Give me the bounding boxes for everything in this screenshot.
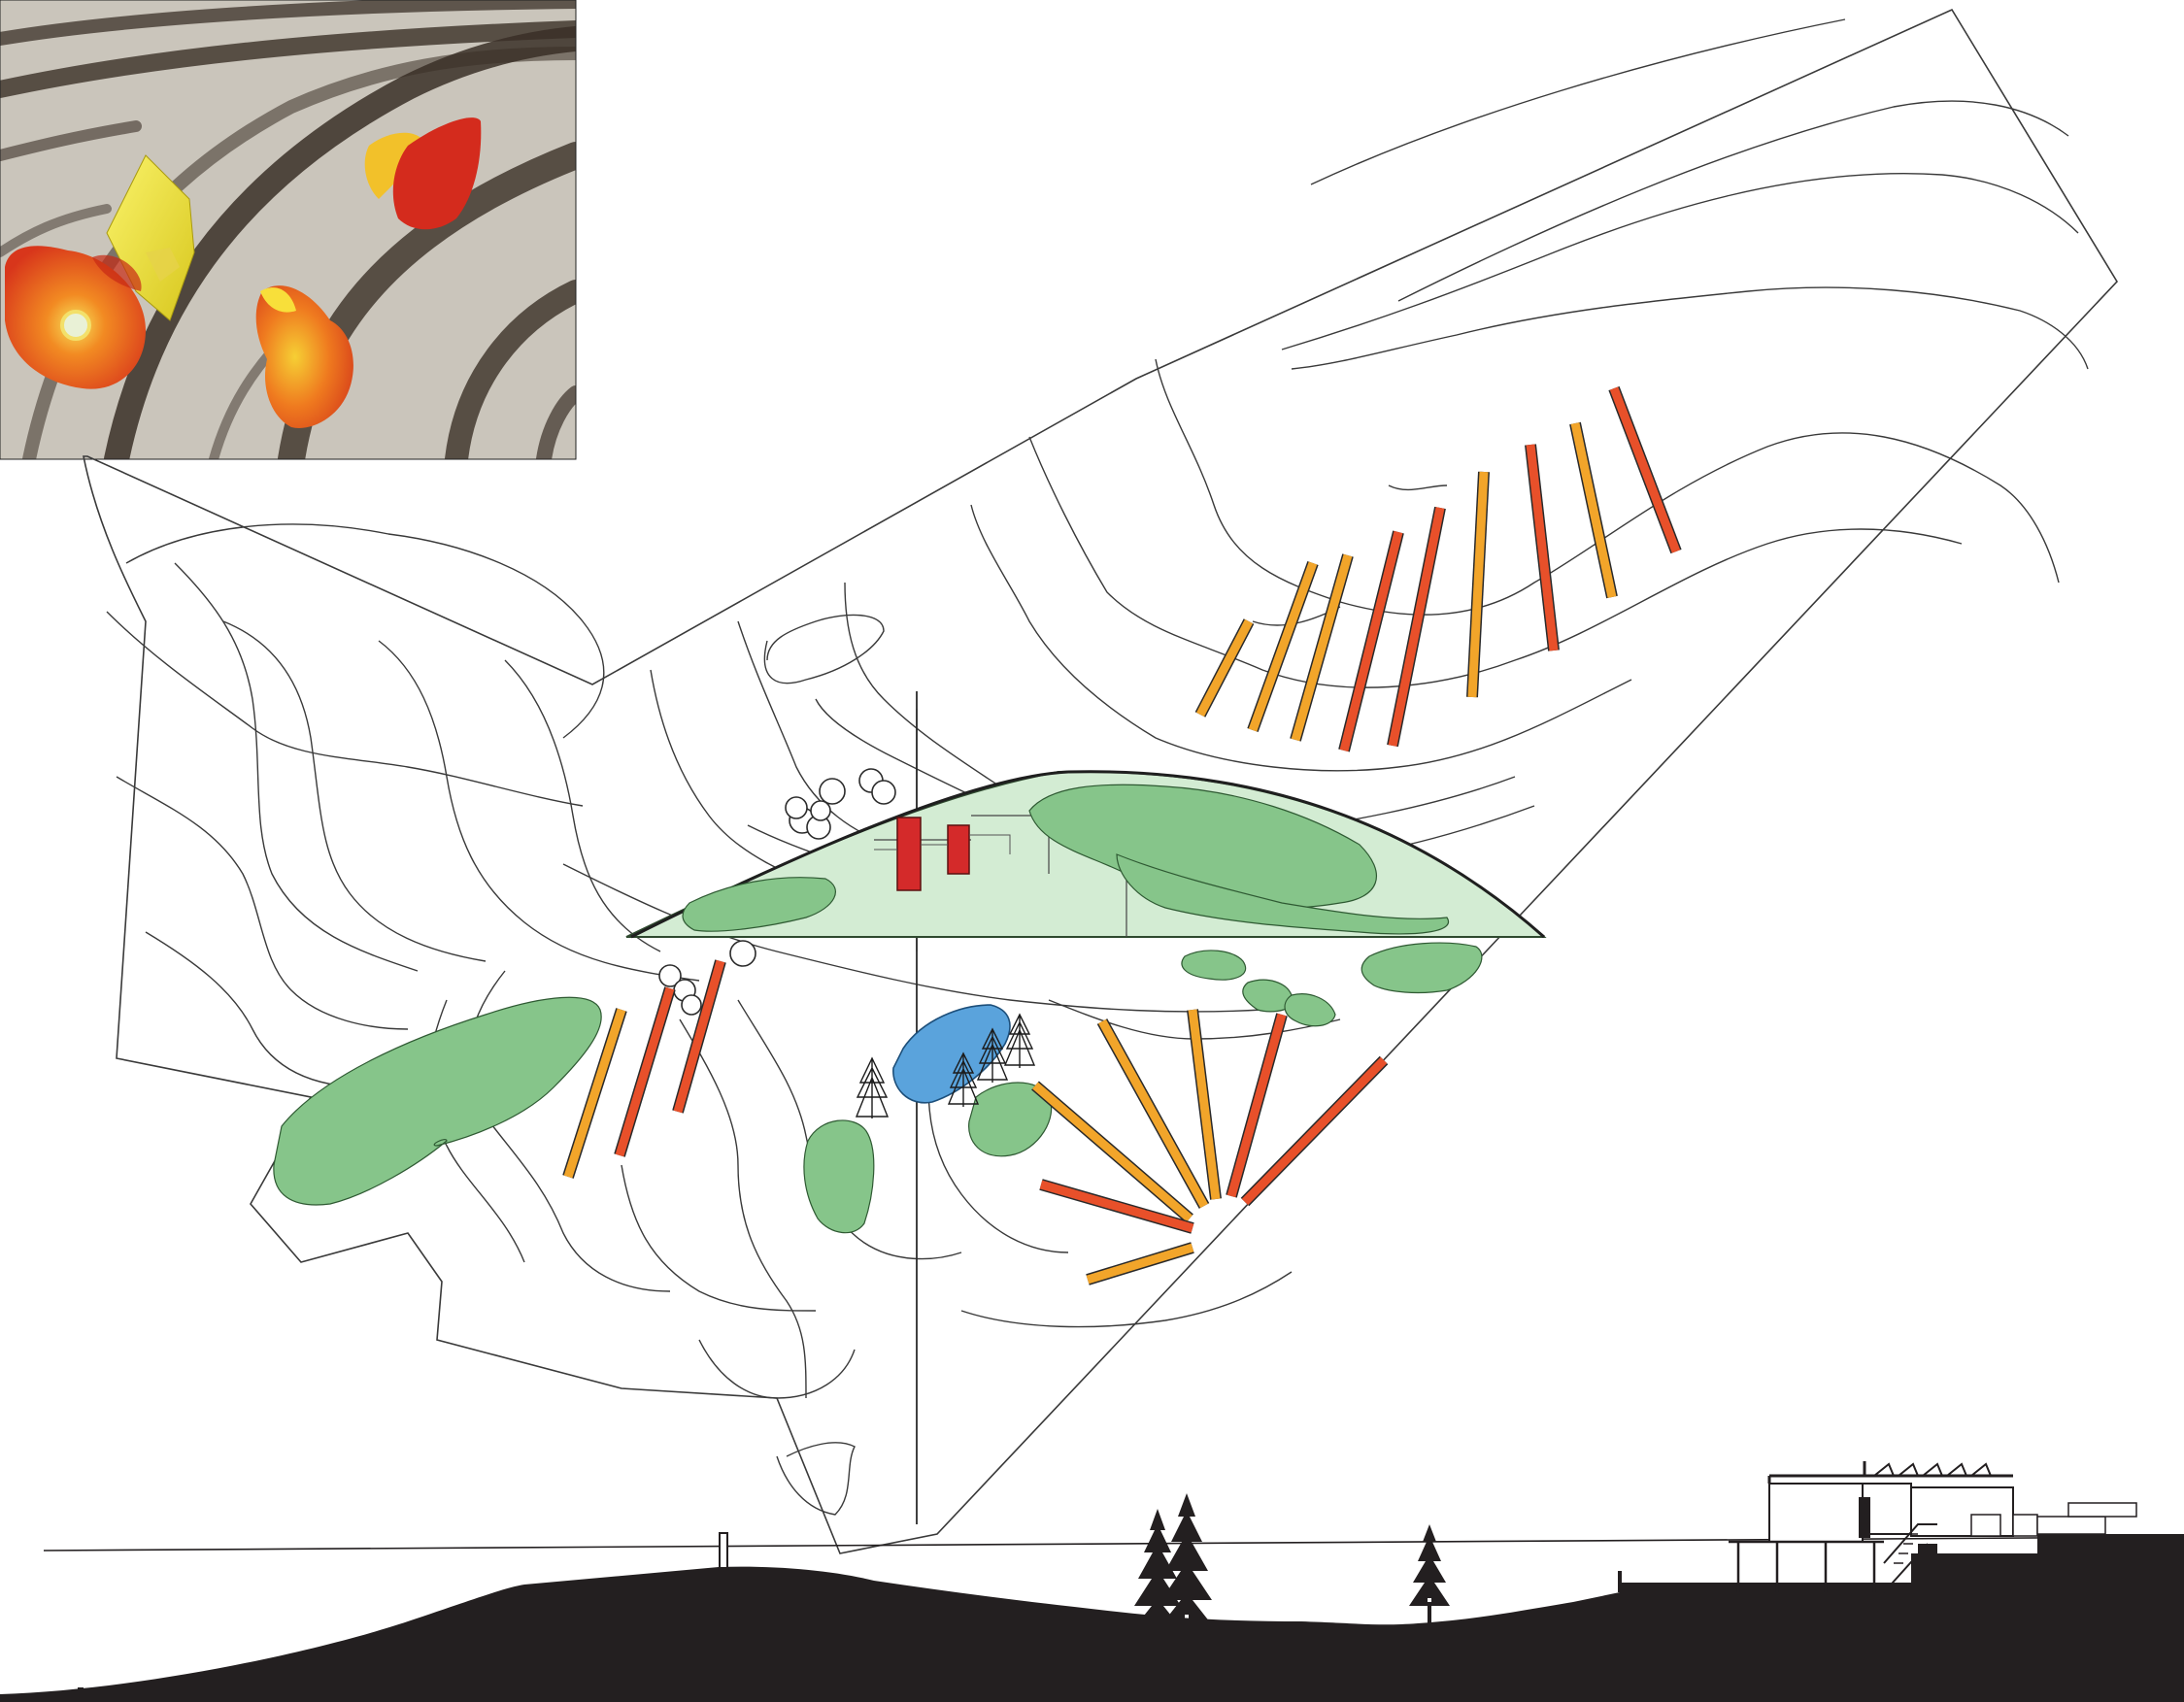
site-section (0, 1461, 2184, 1702)
flower-stripes (562, 385, 1682, 1285)
round-tree-icon-group (658, 768, 896, 1016)
planting-areas (273, 784, 1483, 1234)
conifer-section-icon-group (1132, 1493, 1450, 1668)
pond (892, 1004, 1011, 1104)
site-boundary (83, 8, 2118, 1554)
poppy-collage-photo (0, 0, 577, 460)
conifer-tree-icon-group (855, 1013, 1036, 1118)
house-icon (874, 817, 1011, 891)
house-section-icon (1729, 1461, 2184, 1593)
